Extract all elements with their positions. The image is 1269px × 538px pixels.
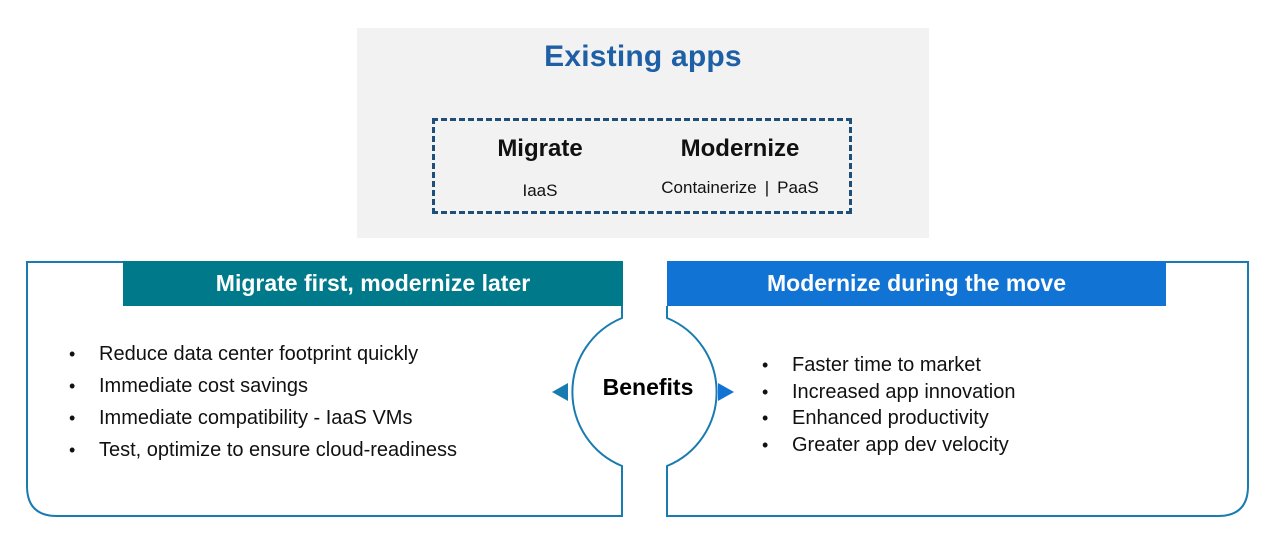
modernize-title: Modernize bbox=[680, 135, 800, 162]
migrate-subtitle: IaaS bbox=[522, 181, 558, 200]
benefits-label: Benefits bbox=[602, 374, 694, 400]
existing-apps-title: Existing apps bbox=[544, 40, 742, 73]
options-dashed-box: Migrate IaaS Modernize Containerize | PaaS bbox=[432, 118, 852, 214]
list-item: Greater app dev velocity bbox=[762, 432, 1162, 459]
separator: | bbox=[764, 178, 770, 197]
left-panel-banner: Migrate first, modernize later bbox=[123, 261, 623, 306]
right-panel-banner: Modernize during the move bbox=[667, 261, 1166, 306]
left-panel-border bbox=[26, 261, 623, 517]
list-item: Test, optimize to ensure cloud-readiness bbox=[69, 436, 539, 468]
migrate-title: Migrate bbox=[497, 135, 583, 162]
right-benefits-list: Faster time to market Increased app inno… bbox=[762, 352, 1162, 458]
list-item: Reduce data center footprint quickly bbox=[69, 340, 539, 372]
list-item: Immediate cost savings bbox=[69, 372, 539, 404]
right-panel-border bbox=[666, 261, 1249, 517]
paas-label: PaaS bbox=[777, 178, 819, 197]
list-item: Increased app innovation bbox=[762, 379, 1162, 406]
left-benefits-list: Reduce data center footprint quickly Imm… bbox=[69, 340, 539, 468]
modernize-subtitle: Containerize | PaaS bbox=[640, 178, 840, 198]
containerize-label: Containerize bbox=[661, 178, 757, 197]
arrow-right-icon bbox=[718, 383, 734, 401]
list-item: Enhanced productivity bbox=[762, 405, 1162, 432]
arrow-left-icon bbox=[552, 383, 568, 401]
existing-apps-box: Existing apps Migrate IaaS Modernize Con… bbox=[357, 28, 929, 238]
list-item: Immediate compatibility - IaaS VMs bbox=[69, 404, 539, 436]
list-item: Faster time to market bbox=[762, 352, 1162, 379]
